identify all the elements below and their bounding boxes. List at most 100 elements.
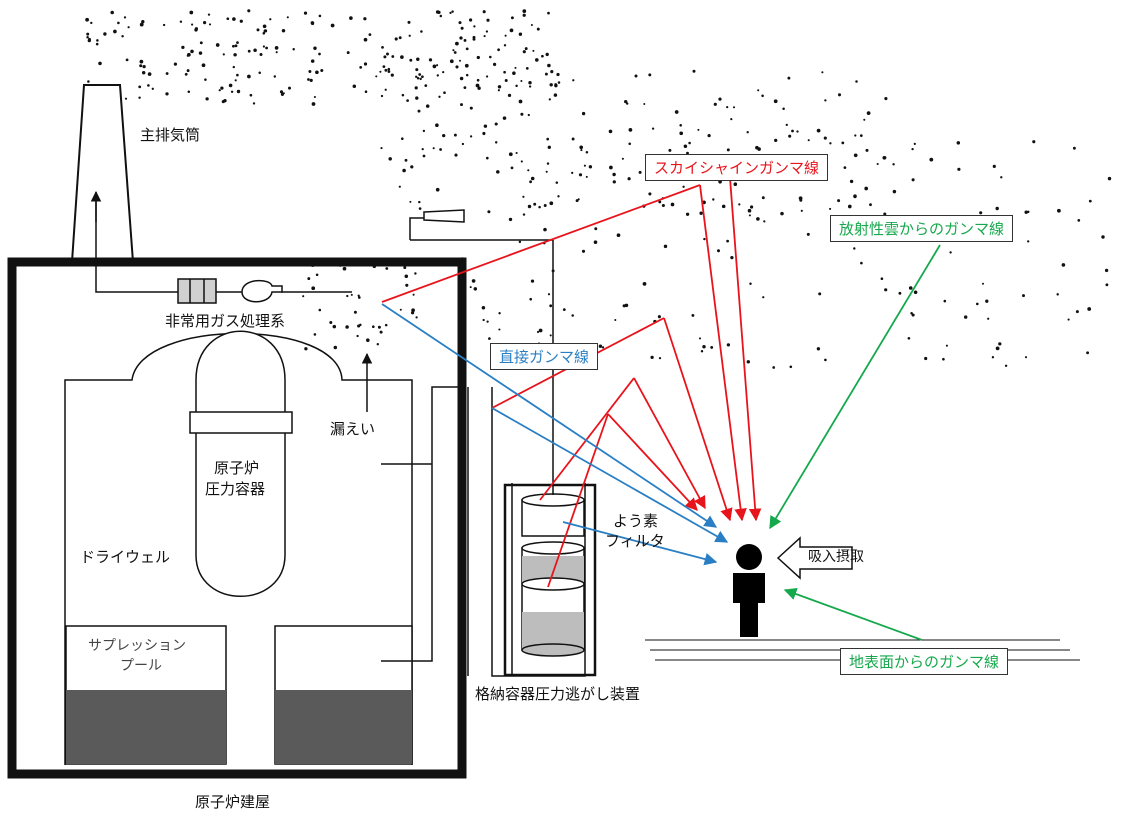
cloud-particle	[529, 180, 532, 184]
iodine-filter-tank	[521, 499, 585, 537]
cloud-particle	[634, 74, 638, 78]
cloud-particle	[512, 71, 516, 75]
cloud-particle	[522, 195, 525, 198]
cloud-particle	[546, 137, 550, 141]
cloud-particle	[892, 189, 897, 194]
cloud-particle	[508, 152, 513, 157]
cloud-particle	[418, 73, 422, 76]
cloud-particle	[204, 78, 207, 81]
cloud-particle	[138, 85, 142, 89]
cloud-particle	[496, 170, 500, 174]
cloud-particle	[1077, 219, 1081, 222]
cloud-particle	[504, 79, 508, 82]
cloud-particle	[924, 356, 928, 361]
cloud-particle	[404, 158, 408, 162]
cloud-particle	[528, 85, 532, 88]
cloud-particle	[86, 35, 89, 39]
cloud-particle	[837, 93, 842, 97]
cloud-particle	[527, 113, 530, 117]
skyshine-ray-9	[607, 413, 698, 511]
cloud-particle	[911, 147, 914, 151]
cloud-particle	[121, 35, 124, 38]
direct-gamma-rays	[381, 303, 729, 566]
cloud-particle	[749, 282, 752, 285]
cloud-particle	[281, 28, 286, 33]
scrubber-mid	[521, 577, 585, 591]
cloud-particle	[353, 310, 357, 314]
cloud-particle	[726, 343, 731, 347]
cloud-particle	[853, 153, 858, 158]
iodine-filter-label-line1: よう素	[613, 512, 659, 530]
scrubber-top	[521, 541, 585, 555]
cloud-particle	[1057, 208, 1061, 213]
cloud-particle	[332, 324, 337, 329]
inhalation-arrow	[776, 536, 853, 580]
cloud-particle	[1022, 294, 1025, 298]
cloud-particle	[865, 148, 869, 152]
cloud-particle	[187, 90, 191, 94]
cloud-particle	[230, 90, 234, 94]
cloud-particle	[497, 48, 500, 52]
cloud-particle	[1104, 268, 1109, 273]
cloud-particle	[738, 203, 741, 206]
cloud-particle	[508, 217, 513, 222]
cloud-particle	[103, 32, 107, 36]
cloud-particle	[588, 165, 593, 169]
cloud-particle	[315, 273, 319, 277]
cloud-particle	[303, 11, 308, 15]
cloud-particle	[707, 134, 711, 138]
cloud-particle	[692, 69, 696, 73]
cloud-particle	[349, 16, 353, 20]
cloud-particle	[661, 203, 665, 208]
cloud-particle	[554, 83, 558, 88]
cloud-particle	[571, 171, 574, 175]
cloud-particle	[557, 81, 561, 84]
cloud-particle	[1075, 310, 1079, 314]
cloud-particle	[477, 86, 481, 90]
cloud-particle	[730, 118, 733, 121]
cloud-particle	[404, 274, 409, 279]
skyshine-ray-2	[699, 184, 747, 522]
cloud-particle	[651, 127, 655, 130]
cloud-particle	[688, 141, 691, 145]
cloud-particle	[368, 33, 372, 36]
cloud-particle	[593, 240, 598, 244]
cloud-particle	[98, 61, 102, 66]
cloud-particle	[503, 70, 506, 74]
cloud-particle	[256, 28, 260, 32]
cloud-particle	[697, 128, 700, 131]
cloud-particle	[376, 343, 379, 346]
cloud-particle	[628, 128, 633, 132]
cloud-particle	[432, 147, 435, 150]
cloud-particle	[494, 141, 498, 144]
cloud-particle	[549, 334, 552, 337]
cloud-particle	[627, 177, 631, 181]
cloud-particle	[435, 187, 440, 192]
skyshine-ray-7	[633, 377, 706, 510]
cloud-particle	[333, 345, 338, 350]
cloud-particle	[247, 49, 251, 53]
cloud-particle	[964, 315, 968, 319]
cloud-particle	[949, 251, 952, 254]
cloud-particle	[855, 80, 858, 83]
cloud-particle	[458, 21, 462, 25]
cloud-particle	[236, 89, 241, 94]
cloud-particle	[269, 18, 272, 21]
cloud-particle	[388, 157, 392, 161]
cloud-particle	[657, 315, 661, 319]
person-figure	[733, 544, 765, 637]
cloud-particle	[823, 136, 827, 140]
cloud-particle	[345, 325, 349, 329]
cloud-particle	[718, 97, 722, 101]
cloud-particle	[398, 36, 402, 40]
cloud-particle	[402, 168, 406, 173]
cloud-particle	[403, 266, 407, 270]
cloud-particle	[578, 173, 583, 177]
suppression-water-right	[275, 690, 412, 764]
cloud-particle	[981, 282, 985, 285]
direct-ray-2	[491, 407, 729, 543]
cloud-particle	[199, 41, 203, 45]
main-stack-label: 主排気筒	[140, 126, 201, 144]
cloud-particle	[415, 96, 419, 100]
